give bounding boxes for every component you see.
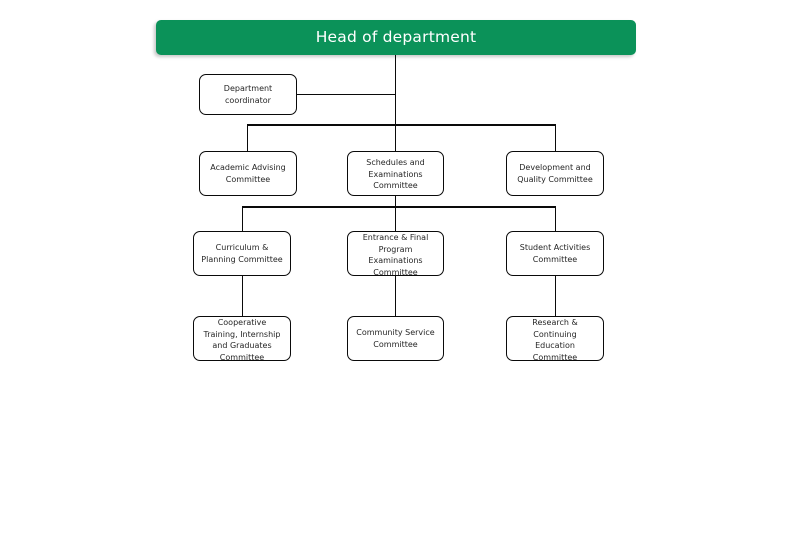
connector-spine-header [394, 55, 397, 125]
head-of-department-label: Head of department [315, 27, 477, 46]
node-schedules-examinations-committee[interactable]: Schedules and Examinations Committee [347, 151, 444, 196]
node-cooperative-training-internship-graduates-committee[interactable]: Cooperative Training, Internship and Gra… [193, 316, 291, 362]
node-department-coordinator-label: Department coordinator [223, 83, 273, 105]
node-department-coordinator[interactable]: Department coordinator [199, 74, 297, 115]
node-schedules-examinations-committee-label: Schedules and Examinations Committee [366, 158, 425, 191]
connector-entrance-to-community [394, 276, 397, 316]
node-student-activities-committee[interactable]: Student Activities Committee [506, 231, 604, 276]
connector-riser-schedules-to-bus [394, 196, 397, 207]
connector-drop-schedules-examinations [394, 124, 397, 151]
node-entrance-final-program-examinations-committee-label: Entrance & Final Program Examinations Co… [362, 233, 429, 277]
node-community-service-committee[interactable]: Community Service Committee [347, 316, 444, 361]
connector-drop-curriculum-planning [241, 206, 244, 231]
node-research-continuing-education-committee-label: Research & Continuing Education Committe… [532, 318, 578, 362]
node-community-service-committee-label: Community Service Committee [356, 327, 435, 349]
connector-curriculum-to-cooperative [241, 276, 244, 316]
node-research-continuing-education-committee[interactable]: Research & Continuing Education Committe… [506, 316, 604, 362]
connector-coordinator-tie [297, 93, 395, 96]
connector-drop-development-quality [554, 124, 557, 151]
connector-drop-student-activities [554, 206, 557, 231]
node-academic-advising-committee[interactable]: Academic Advising Committee [199, 151, 297, 196]
node-student-activities-committee-label: Student Activities Committee [519, 242, 591, 264]
node-development-quality-committee-label: Development and Quality Committee [517, 162, 593, 184]
connector-drop-entrance-final [394, 206, 397, 231]
connector-bus-row3 [247, 124, 555, 126]
node-academic-advising-committee-label: Academic Advising Committee [210, 162, 286, 184]
connector-drop-academic-advising [246, 124, 249, 151]
node-curriculum-planning-committee[interactable]: Curriculum & Planning Committee [193, 231, 291, 276]
node-entrance-final-program-examinations-committee[interactable]: Entrance & Final Program Examinations Co… [347, 231, 444, 277]
node-cooperative-training-internship-graduates-committee-label: Cooperative Training, Internship and Gra… [203, 318, 281, 362]
head-of-department-banner[interactable]: Head of department [156, 20, 636, 55]
node-curriculum-planning-committee-label: Curriculum & Planning Committee [201, 242, 283, 264]
node-development-quality-committee[interactable]: Development and Quality Committee [506, 151, 604, 196]
connector-student-to-research [554, 276, 557, 316]
connector-bus-row4 [242, 206, 555, 208]
